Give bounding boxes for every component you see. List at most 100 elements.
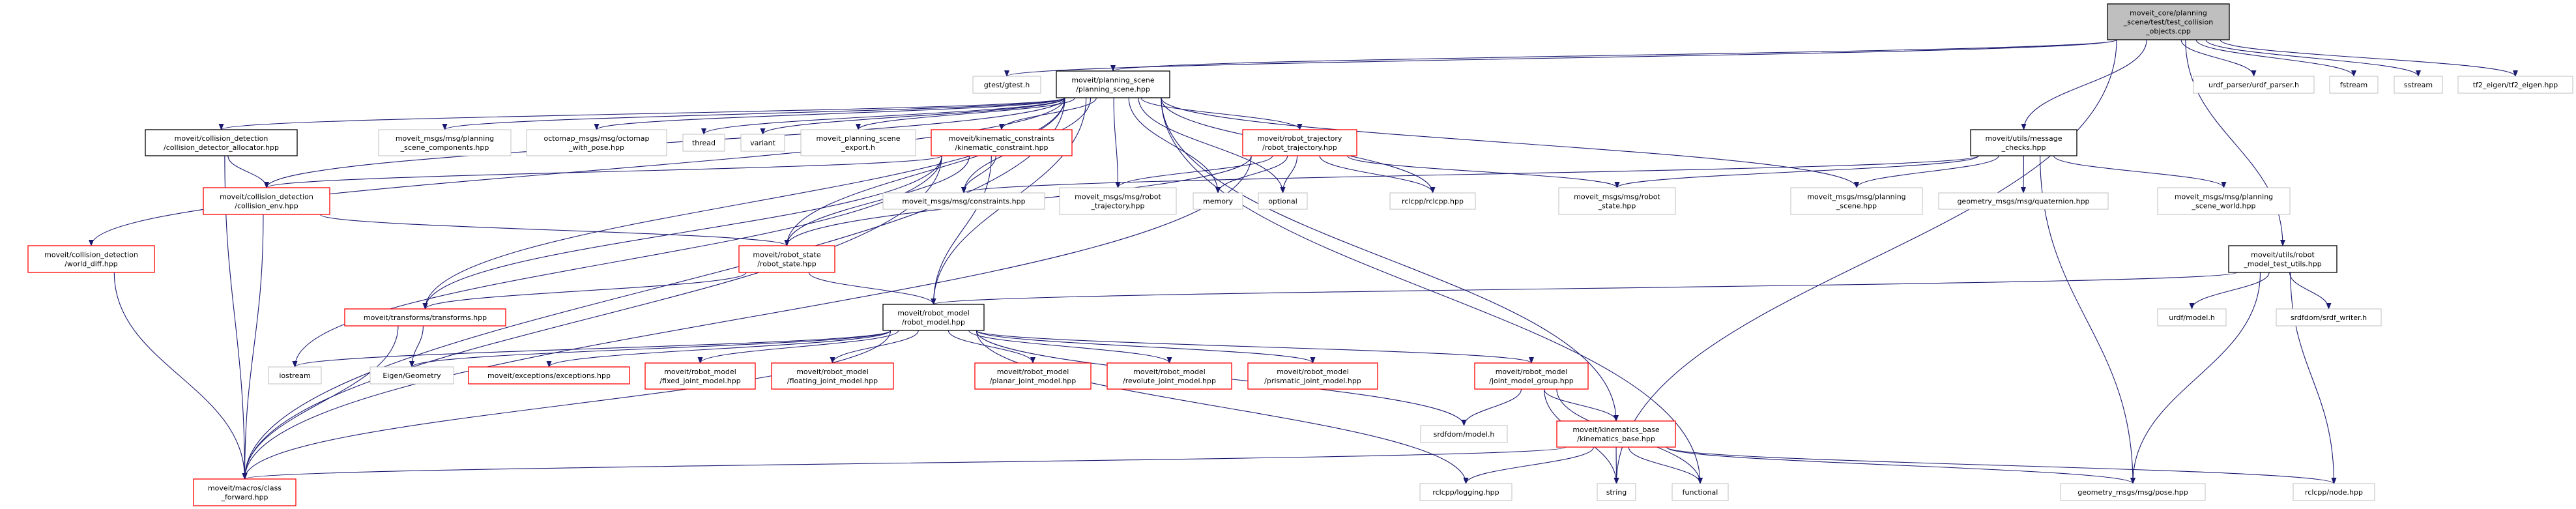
node-label: moveit_planning_scene [816,134,900,143]
node-srdf-model[interactable]: srdfdom/model.h [1420,425,1508,443]
edge-robot_model-to-exceptions [546,330,891,368]
node-quaternion[interactable]: geometry_msgs/msg/quaternion.hpp [1938,192,2109,210]
node-kinematic-constraint[interactable]: moveit/kinematic_constraints/kinematic_c… [931,129,1073,156]
node-label: _checks.hpp [2001,143,2046,152]
node-class-forward[interactable]: moveit/macros/class_forward.hpp [193,478,297,506]
edge-planning_scene-to-variant [760,97,1065,135]
node-fixed[interactable]: moveit/robot_model/fixed_joint_model.hpp [644,362,756,390]
node-fstream[interactable]: fstream [2329,76,2379,94]
node-box [2276,308,2382,327]
node-box [1258,192,1308,210]
node-box [2293,483,2375,501]
edge-robot_model-to-jmg [976,330,1534,364]
node-label: moveit_msgs/msg/planning [396,134,494,143]
edge-robot_model-to-planar [948,330,1035,364]
edge-robot_trajectory-to-optional [1280,155,1298,194]
node-revolute[interactable]: moveit/robot_model/revolute_joint_model.… [1107,362,1232,390]
node-gtest[interactable]: gtest/gtest.h [972,76,1041,94]
node-box [972,76,1041,94]
node-box [1790,187,1923,215]
node-variant[interactable]: variant [740,134,785,152]
node-kinematics-base[interactable]: moveit/kinematics_base/kinematics_base.h… [1556,420,1676,448]
edge-planning_scene-to-kinematics_base [1161,97,1619,422]
edge-root-to-string [1614,39,2117,484]
node-label: _objects.cpp [2145,27,2191,36]
node-sstream[interactable]: sstream [2394,76,2443,94]
node-label: moveit/kinematics_base [1572,426,1660,434]
node-box [268,366,322,385]
node-ps-components[interactable]: moveit_msgs/msg/planning_scene_component… [378,129,512,156]
node-allocator[interactable]: moveit/collision_detection/collision_det… [145,129,298,156]
edge-message_checks-to-robot_state_msg [1614,155,1979,188]
node-planning-scene[interactable]: moveit/planning_scene/planning_scene.hpp [1056,70,1170,98]
node-planar[interactable]: moveit/robot_model/planar_joint_model.hp… [974,362,1092,390]
node-box [1474,362,1589,390]
node-pose[interactable]: geometry_msgs/msg/pose.hpp [2060,483,2206,501]
node-transforms[interactable]: moveit/transforms/transforms.hpp [344,308,506,327]
node-floating[interactable]: moveit/robot_model/floating_joint_model.… [771,362,894,390]
node-box [344,308,506,327]
node-label: _scene_world.hpp [2191,202,2255,211]
node-label: Eigen/Geometry [383,371,441,380]
edge-planning_scene-to-class_forward [242,97,1065,480]
edge-root-to-urdf_parser [2180,39,2257,77]
node-label: _model_test_utils.hpp [2243,260,2321,269]
edge-message_checks-to-ps_world [2053,155,2227,188]
node-label: moveit/utils/robot [2251,251,2315,259]
node-robot-state-msg[interactable]: moveit_msgs/msg/robot_state.hpp [1558,187,1676,215]
node-box [468,366,630,385]
edge-kinematics_base-to-class_forward [242,446,1567,480]
node-label: rclcpp/logging.hpp [1432,488,1499,497]
node-jmg[interactable]: moveit/robot_model/joint_model_group.hpp [1474,362,1589,390]
node-constraints-msg[interactable]: moveit_msgs/msg/constraints.hpp [882,192,1045,210]
node-memory[interactable]: memory [1193,192,1243,210]
node-robot-traj-msg[interactable]: moveit_msgs/msg/robot_trajectory.hpp [1059,187,1177,215]
edge-robot_state-to-robot_model [808,272,936,305]
node-tf2-eigen[interactable]: tf2_eigen/tf2_eigen.hpp [2457,76,2573,94]
node-iostream[interactable]: iostream [268,366,322,385]
node-label: thread [692,139,716,147]
node-world-diff[interactable]: moveit/collision_detection/world_diff.hp… [27,245,155,273]
edge-transforms-to-eigen [409,325,424,368]
node-label: moveit/robot_model [997,368,1069,376]
edge-robot_trajectory-to-robot_state_msg [1347,155,1620,188]
node-urdf-parser[interactable]: urdf_parser/urdf_parser.h [2193,76,2315,94]
node-logging[interactable]: rclcpp/logging.hpp [1419,483,1512,501]
node-planning-scene-msg[interactable]: moveit_msgs/msg/planning_scene.hpp [1790,187,1923,215]
node-string[interactable]: string [1597,483,1636,501]
node-label: _scene_components.hpp [400,143,489,152]
node-octomap[interactable]: octomap_msgs/msg/octomap_with_pose.hpp [526,129,667,156]
node-export[interactable]: moveit_planning_scene_export.h [800,129,916,156]
node-thread[interactable]: thread [682,134,725,152]
edge-robot_trajectory-to-class_forward [242,155,1252,480]
node-optional[interactable]: optional [1258,192,1308,210]
node-srdf-writer[interactable]: srdfdom/srdf_writer.h [2276,308,2382,327]
node-robot-trajectory[interactable]: moveit/robot_trajectory/robot_trajectory… [1242,129,1357,156]
edge-kinematic_constraint-to-collision_env [264,155,942,188]
node-node[interactable]: rclcpp/node.hpp [2293,483,2375,501]
node-prismatic[interactable]: moveit/robot_model/prismatic_joint_model… [1247,362,1378,390]
node-functional[interactable]: functional [1672,483,1729,501]
node-label: _scene.hpp [1836,202,1877,211]
node-label: moveit/utils/message [1985,134,2062,143]
node-rclcpp[interactable]: rclcpp/rclcpp.hpp [1389,192,1476,210]
node-ps-world[interactable]: moveit_msgs/msg/planning_scene_world.hpp [2157,187,2291,215]
node-message-checks[interactable]: moveit/utils/message_checks.hpp [1970,129,2077,156]
edge-collision_env-to-class_forward [242,214,264,480]
node-urdf-model[interactable]: urdf/model.h [2157,308,2227,327]
node-label: _trajectory.hpp [1091,202,1145,211]
node-label: /robot_model.hpp [902,318,965,327]
node-label: moveit/macros/class [208,484,282,493]
node-label: functional [1683,488,1718,497]
node-robot-model[interactable]: moveit/robot_model/robot_model.hpp [882,304,985,331]
edge-root-to-tf2_eigen [2220,39,2518,77]
node-label: /planning_scene.hpp [1076,85,1150,94]
edge-planning_scene-to-ps_components [442,97,1065,130]
node-collision-env[interactable]: moveit/collision_detection/collision_env… [203,187,330,215]
node-test-utils[interactable]: moveit/utils/robot_model_test_utils.hpp [2228,245,2337,273]
node-label: /prismatic_joint_model.hpp [1264,377,1361,385]
node-exceptions[interactable]: moveit/exceptions/exceptions.hpp [468,366,630,385]
node-label: _forward.hpp [220,493,268,502]
node-eigen[interactable]: Eigen/Geometry [369,366,454,385]
node-robot-state[interactable]: moveit/robot_state/robot_state.hpp [738,245,835,273]
